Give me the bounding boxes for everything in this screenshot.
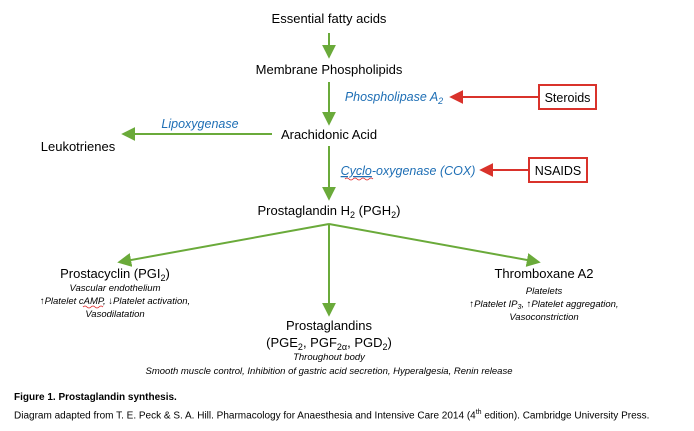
node-prostacyclin: Prostacyclin (PGI2)	[60, 266, 170, 283]
arrow-pgh2-to-thromboxane	[328, 223, 541, 267]
thromboxane-effects: ↑Platelet IP3, ↑Platelet aggregation,	[469, 299, 618, 311]
caption-source-text: Diagram adapted from T. E. Peck & S. A. …	[14, 410, 476, 422]
nsaids-box	[528, 157, 588, 183]
enzyme-cox: Cyclo-oxygenase (COX)	[341, 164, 476, 178]
cox-spellcheck-squiggle	[344, 177, 374, 181]
arrow-pgh2-to-prostacyclin	[117, 223, 330, 267]
caption-source-text-2: edition). Cambridge University Press.	[481, 410, 650, 422]
node-membrane-phospholipids: Membrane Phospholipids	[256, 62, 403, 77]
node-leukotrienes: Leukotrienes	[41, 139, 116, 154]
node-essential-fatty-acids: Essential fatty acids	[272, 11, 387, 26]
enzyme-phospholipase-a2: Phospholipase A2	[345, 90, 443, 106]
prostaglandins-effects: Smooth muscle control, Inhibition of gas…	[146, 366, 513, 377]
prostacyclin-effects-2: Vasodilatation	[85, 309, 144, 320]
node-pgh2: Prostaglandin H2 (PGH2)	[258, 203, 401, 220]
node-thromboxane-a2: Thromboxane A2	[494, 266, 593, 281]
thromboxane-effects-2: Vasoconstriction	[509, 312, 578, 323]
camp-spellcheck-squiggle	[82, 305, 104, 309]
enzyme-lipoxygenase: Lipoxygenase	[161, 117, 238, 131]
node-arachidonic-acid: Arachidonic Acid	[281, 127, 377, 142]
prostacyclin-site: Vascular endothelium	[69, 283, 160, 294]
thromboxane-site: Platelets	[526, 286, 563, 297]
caption-source-sup: th	[475, 409, 482, 416]
node-prostaglandins: Prostaglandins	[286, 318, 372, 333]
prostaglandins-site: Throughout body	[293, 352, 366, 363]
prostaglandins-list: (PGE2, PGF2α, PGD2)	[266, 335, 392, 352]
nsaids-label: NSAIDS	[535, 164, 582, 178]
steroids-box	[538, 84, 597, 110]
figure-caption-source: Diagram adapted from T. E. Peck & S. A. …	[14, 409, 649, 421]
prostacyclin-effects: ↑Platelet cAMP, ↓Platelet activation,	[40, 296, 190, 307]
figure-caption-title: Figure 1. Prostaglandin synthesis.	[14, 392, 177, 403]
steroids-label: Steroids	[545, 91, 591, 105]
